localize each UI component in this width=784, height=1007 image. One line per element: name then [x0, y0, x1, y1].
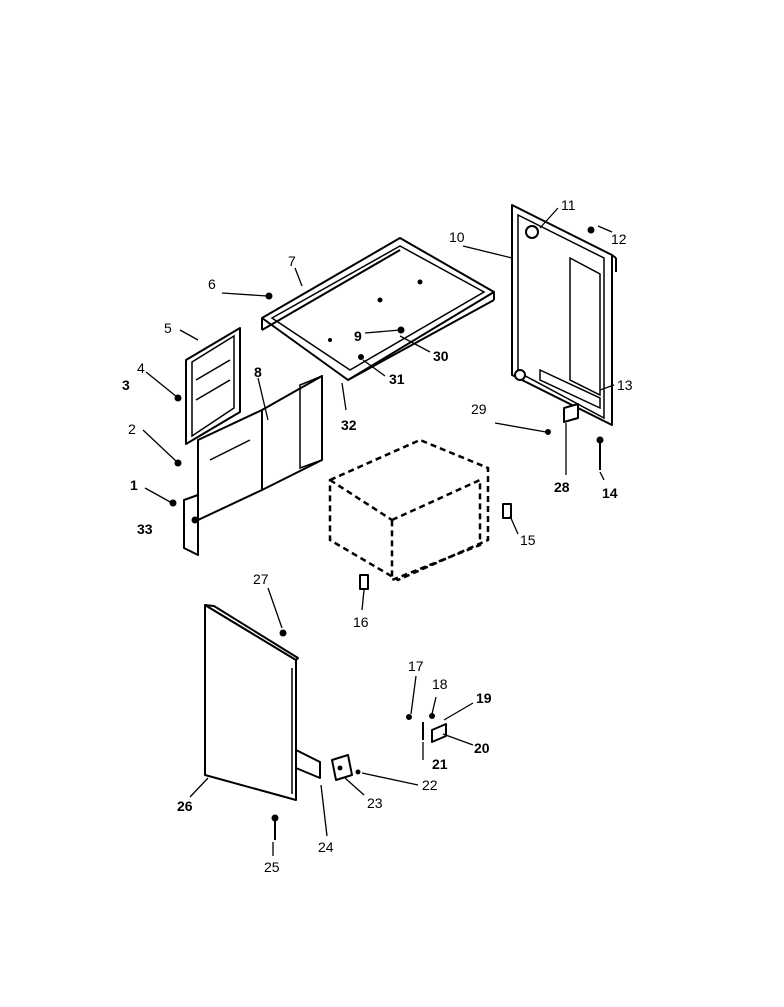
callout-7: 7	[288, 253, 296, 269]
callout-33: 33	[137, 521, 153, 537]
callout-28: 28	[554, 479, 570, 495]
door	[204, 604, 321, 801]
callout-22: 22	[422, 777, 438, 793]
callout-12: 12	[611, 231, 627, 247]
callout-11: 11	[561, 197, 576, 213]
callout-labels: 1 2 3 4 5 6 7 8 9 10 11 12 13 14 15 16 1…	[122, 197, 633, 875]
callout-15: 15	[520, 532, 536, 548]
side-panel	[185, 327, 241, 445]
hardware	[169, 226, 604, 840]
callout-31: 31	[389, 371, 405, 387]
callout-27: 27	[253, 571, 269, 587]
callout-25: 25	[264, 859, 280, 875]
callout-29: 29	[471, 401, 487, 417]
callout-4: 4	[137, 360, 145, 376]
callout-21: 21	[432, 756, 448, 772]
callout-24: 24	[318, 839, 334, 855]
callout-26: 26	[177, 798, 193, 814]
callout-2: 2	[128, 421, 136, 437]
leader-lines	[142, 207, 615, 856]
callout-20: 20	[474, 740, 490, 756]
callout-9: 9	[354, 328, 362, 344]
callout-19: 19	[476, 690, 492, 706]
callout-3: 3	[122, 377, 130, 393]
control-panel	[183, 374, 323, 556]
callout-30: 30	[433, 348, 449, 364]
callout-17: 17	[408, 658, 424, 674]
callout-14: 14	[602, 485, 618, 501]
top-panel	[261, 237, 495, 381]
hinge-block	[331, 754, 353, 781]
callout-18: 18	[432, 676, 448, 692]
callout-13: 13	[617, 377, 633, 393]
callout-5: 5	[164, 320, 172, 336]
callout-10: 10	[449, 229, 465, 245]
back-panel	[511, 204, 617, 426]
callout-8: 8	[254, 364, 262, 380]
callout-6: 6	[208, 276, 216, 292]
callout-32: 32	[341, 417, 357, 433]
callout-1: 1	[130, 477, 138, 493]
oven-cavity	[328, 438, 490, 582]
callout-23: 23	[367, 795, 383, 811]
callout-16: 16	[353, 614, 369, 630]
